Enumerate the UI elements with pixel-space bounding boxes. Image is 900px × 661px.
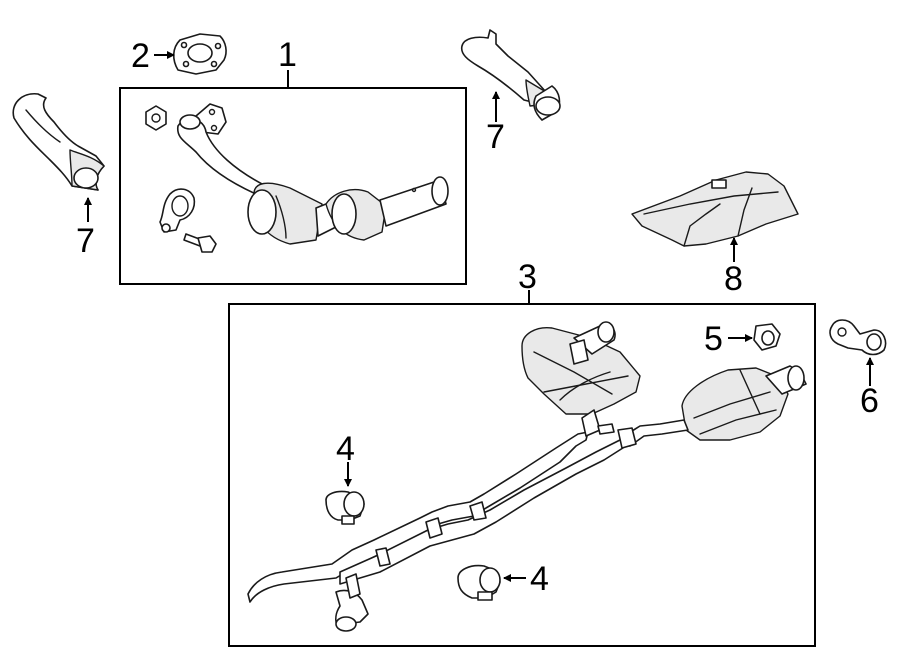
pipe-clamp-upper [325,490,365,525]
hanger-part [829,319,887,356]
callout-2: 2 [131,37,150,75]
gasket-part [172,33,227,75]
callout-7-right: 7 [486,118,505,156]
group-box-1 [119,87,467,285]
callout-1: 1 [278,36,297,74]
callout-4-upper: 4 [336,430,355,468]
heat-shield-sleeve-left [12,93,105,191]
heat-shield-panel [631,171,799,247]
heat-shield-sleeve-right [460,29,561,121]
callout-5: 5 [704,320,723,358]
callout-6: 6 [860,382,879,420]
exhaust-pipe-system [247,321,807,632]
callout-8: 8 [724,260,743,298]
insulator-part [753,323,781,351]
callout-7-left: 7 [76,222,95,260]
catalytic-converter-assembly [145,103,449,253]
callout-4-lower: 4 [530,560,549,598]
pipe-clamp-lower [457,564,501,601]
callout-3: 3 [518,258,537,296]
group-box-3 [228,303,816,647]
